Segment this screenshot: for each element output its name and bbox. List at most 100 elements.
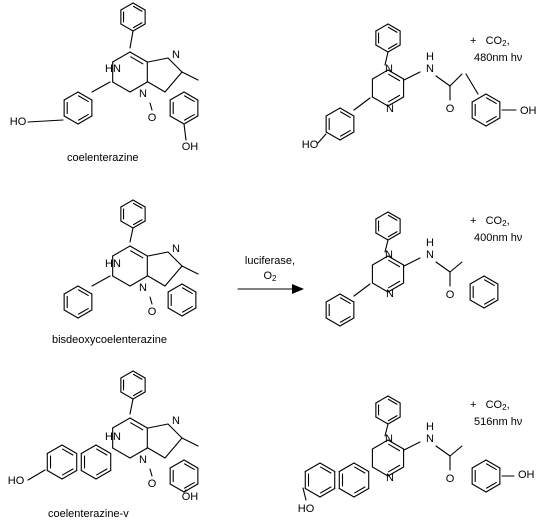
bond [147, 251, 169, 257]
ring-bond [485, 117, 501, 127]
ring-bond [387, 69, 405, 80]
compound-name-coelenterazine: coelenterazine [67, 152, 139, 164]
double-bond [340, 111, 351, 118]
double-bond [340, 130, 351, 137]
plus-sign: + [470, 215, 477, 227]
bond [449, 445, 463, 457]
ring-bond [371, 466, 389, 477]
double-bond [182, 287, 193, 294]
ring-bond [129, 447, 148, 459]
ring-nitrogen: N [385, 433, 393, 445]
co2-subscript: 2 [502, 219, 507, 228]
double-bond [340, 297, 351, 304]
double-bond [387, 415, 398, 422]
nh-label: HN [105, 63, 121, 75]
ring-bond [132, 370, 146, 379]
double-bond [96, 448, 108, 456]
catalyst-label: luciferase, [244, 255, 296, 267]
reagent-main: O [263, 270, 273, 282]
bond [449, 73, 463, 87]
ring-bond [63, 115, 79, 125]
bond [384, 423, 389, 437]
ring-nitrogen: N [386, 288, 394, 300]
hydroxyl-label: HO [8, 475, 25, 487]
ring-bond [371, 69, 389, 80]
ring-bond [129, 417, 148, 429]
bond [147, 423, 169, 429]
double-bond [486, 97, 497, 104]
bond [167, 423, 183, 439]
bond [147, 57, 169, 63]
ring-bond [471, 117, 487, 127]
bond [302, 487, 307, 501]
hydroxyl-label: HO [302, 139, 319, 151]
bond [183, 123, 187, 141]
ring-bond [304, 487, 321, 498]
double-bond [320, 486, 332, 494]
compound-name-bisdeoxycoelenterazine: bisdeoxycoelenterazine [52, 334, 167, 346]
ring-bond [77, 309, 93, 319]
ring-bond [129, 81, 148, 93]
ring-bond [471, 93, 487, 103]
ring-nitrogen: N [385, 63, 393, 75]
amide-n: N [426, 63, 434, 75]
ring-bond [80, 444, 97, 455]
double-bond [184, 95, 195, 102]
carbonyl-oxygen: O [148, 112, 157, 124]
double-bond [388, 280, 401, 289]
carbonyl-oxygen: O [148, 478, 157, 490]
bond [384, 51, 389, 66]
ring-bond [325, 293, 341, 303]
ring-bond [112, 275, 131, 287]
hydroxyl-label: HO [298, 503, 315, 515]
ring-bond [169, 115, 185, 125]
double-bond [484, 298, 495, 305]
ring-nitrogen: N [385, 249, 393, 261]
ring-bond [120, 23, 134, 32]
ring-bond [353, 487, 370, 498]
ring-nitrogen: N [172, 415, 180, 427]
ring-bond [387, 416, 401, 425]
byproducts-2: + CO2, 400nm hν [470, 214, 522, 246]
amide-n: N [426, 249, 434, 261]
ring-bond [387, 96, 405, 107]
ring-bond [387, 395, 401, 404]
bond [147, 275, 166, 287]
bond [384, 239, 389, 253]
bond [317, 133, 327, 144]
ring-bond [375, 395, 389, 404]
double-bond [486, 482, 497, 489]
ring-bond [387, 44, 401, 53]
ring-nitrogen: N [386, 103, 394, 115]
ring-bond [112, 51, 131, 63]
ring-bond [387, 466, 405, 477]
co2-main: CO [485, 215, 503, 227]
ring-bond [61, 469, 78, 480]
bond [149, 296, 153, 305]
ring-bond [319, 487, 336, 498]
bond [147, 447, 166, 459]
ring-bond [387, 439, 405, 450]
bond [403, 71, 421, 81]
bond [91, 81, 111, 93]
co2-line: + CO2, [470, 34, 522, 51]
double-bond [387, 43, 398, 50]
ring-bond [319, 462, 336, 473]
bond [435, 445, 451, 457]
ring-bond [129, 275, 148, 287]
double-bond [132, 390, 143, 397]
bond [91, 275, 111, 287]
co2-comma: , [506, 215, 510, 227]
reaction-arrow [237, 284, 304, 294]
ring-bond [371, 96, 389, 107]
ring-bond [120, 220, 134, 229]
double-bond [78, 95, 89, 102]
bond [181, 265, 199, 275]
ring-bond [169, 459, 185, 469]
ring-bond [325, 107, 341, 117]
double-bond [388, 464, 401, 473]
ring-bond [371, 282, 389, 293]
co2-line: + CO2, [470, 398, 522, 415]
